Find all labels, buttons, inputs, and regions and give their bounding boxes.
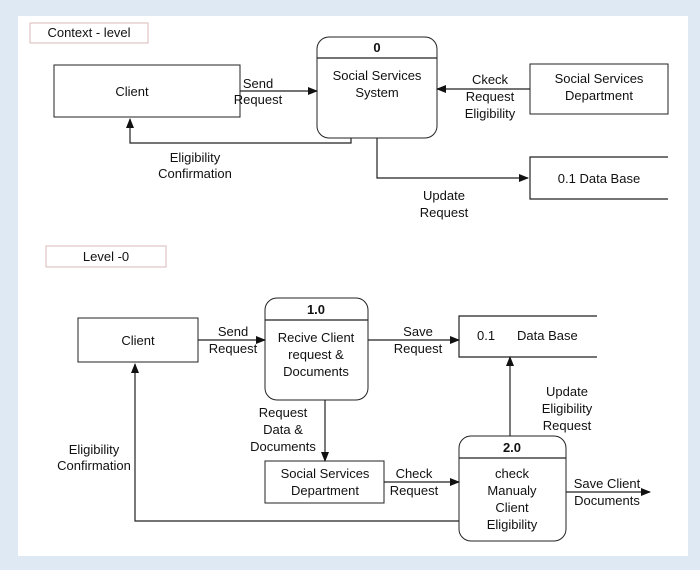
context-process-line2: System bbox=[355, 85, 398, 100]
level0-flow-update-label-1: Update bbox=[546, 384, 588, 399]
context-database-label: 0.1 Data Base bbox=[558, 171, 640, 186]
level0-database-id: 0.1 bbox=[477, 328, 495, 343]
level-0-label: Level -0 bbox=[83, 249, 129, 264]
level0-process2-line1: check bbox=[495, 466, 529, 481]
context-client-label: Client bbox=[115, 84, 149, 99]
level0-flow-update-label-2: Eligibility bbox=[542, 401, 593, 416]
level0-flow-request-data-label-1: Request bbox=[259, 405, 308, 420]
context-flow-update-label-1: Update bbox=[423, 188, 465, 203]
level0-process2-line2: Manualy bbox=[487, 483, 537, 498]
context-flow-check-label-2: Request bbox=[466, 89, 515, 104]
level0-flow-request-data-label-3: Documents bbox=[250, 439, 316, 454]
level0-flow-request-data-label-2: Data & bbox=[263, 422, 303, 437]
level0-client-label: Client bbox=[121, 333, 155, 348]
context-department-line2: Department bbox=[565, 88, 633, 103]
level0-flow-eligibility-label-1: Eligibility bbox=[69, 442, 120, 457]
context-flow-check-label-3: Eligibility bbox=[465, 106, 516, 121]
level0-process1-line1: Recive Client bbox=[278, 330, 355, 345]
level-0-section: Level -0 Client 1.0 Recive Client reques… bbox=[45, 245, 651, 542]
level0-process2-line3: Client bbox=[495, 500, 529, 515]
level0-process2-line4: Eligibility bbox=[487, 517, 538, 532]
level0-flow-save-client-label-2: Documents bbox=[574, 493, 640, 508]
level0-flow-send-label-1: Send bbox=[218, 324, 248, 339]
context-database-store bbox=[529, 156, 668, 200]
context-flow-check-label-1: Ckeck bbox=[472, 72, 509, 87]
context-flow-eligibility-confirmation bbox=[126, 118, 352, 144]
level0-flow-update-label-3: Request bbox=[543, 418, 592, 433]
level0-department-entity bbox=[264, 460, 385, 504]
context-flow-send-label-2: Request bbox=[234, 92, 283, 107]
level0-department-line2: Department bbox=[291, 483, 359, 498]
level0-flow-save-label-1: Save bbox=[403, 324, 433, 339]
level0-process1-line2: request & bbox=[288, 347, 344, 362]
context-flow-eligibility-label-2: Confirmation bbox=[158, 166, 232, 181]
context-flow-update-label-2: Request bbox=[420, 205, 469, 220]
level0-client-entity bbox=[77, 317, 199, 363]
level0-flow-save-label-2: Request bbox=[394, 341, 443, 356]
context-level-section: Context - level Client 0 Social Services… bbox=[29, 22, 669, 220]
level0-flow-eligibility-label-2: Confirmation bbox=[57, 458, 131, 473]
level0-process-1 bbox=[264, 297, 369, 401]
context-level-label: Context - level bbox=[47, 25, 130, 40]
level0-flow-eligibility-confirmation bbox=[131, 363, 459, 522]
context-flow-update-request bbox=[376, 138, 529, 182]
level0-process1-line3: Documents bbox=[283, 364, 349, 379]
level0-process1-number: 1.0 bbox=[307, 302, 325, 317]
context-flow-eligibility-label-1: Eligibility bbox=[170, 150, 221, 165]
level-0-tag bbox=[45, 245, 167, 268]
context-process-number: 0 bbox=[373, 40, 380, 55]
level0-flow-send-label-2: Request bbox=[209, 341, 258, 356]
level0-process-2 bbox=[458, 435, 567, 542]
level0-flow-save-client-label-1: Save Client bbox=[574, 476, 641, 491]
level0-flow-check-label-2: Request bbox=[390, 483, 439, 498]
context-department-line1: Social Services bbox=[555, 71, 644, 86]
context-level-tag bbox=[29, 22, 149, 44]
level0-department-line1: Social Services bbox=[281, 466, 370, 481]
context-flow-send-label-1: Send bbox=[243, 76, 273, 91]
context-process-line1: Social Services bbox=[333, 68, 422, 83]
level0-process2-number: 2.0 bbox=[503, 440, 521, 455]
level0-database-name: Data Base bbox=[517, 328, 578, 343]
level0-flow-check-label-1: Check bbox=[396, 466, 433, 481]
